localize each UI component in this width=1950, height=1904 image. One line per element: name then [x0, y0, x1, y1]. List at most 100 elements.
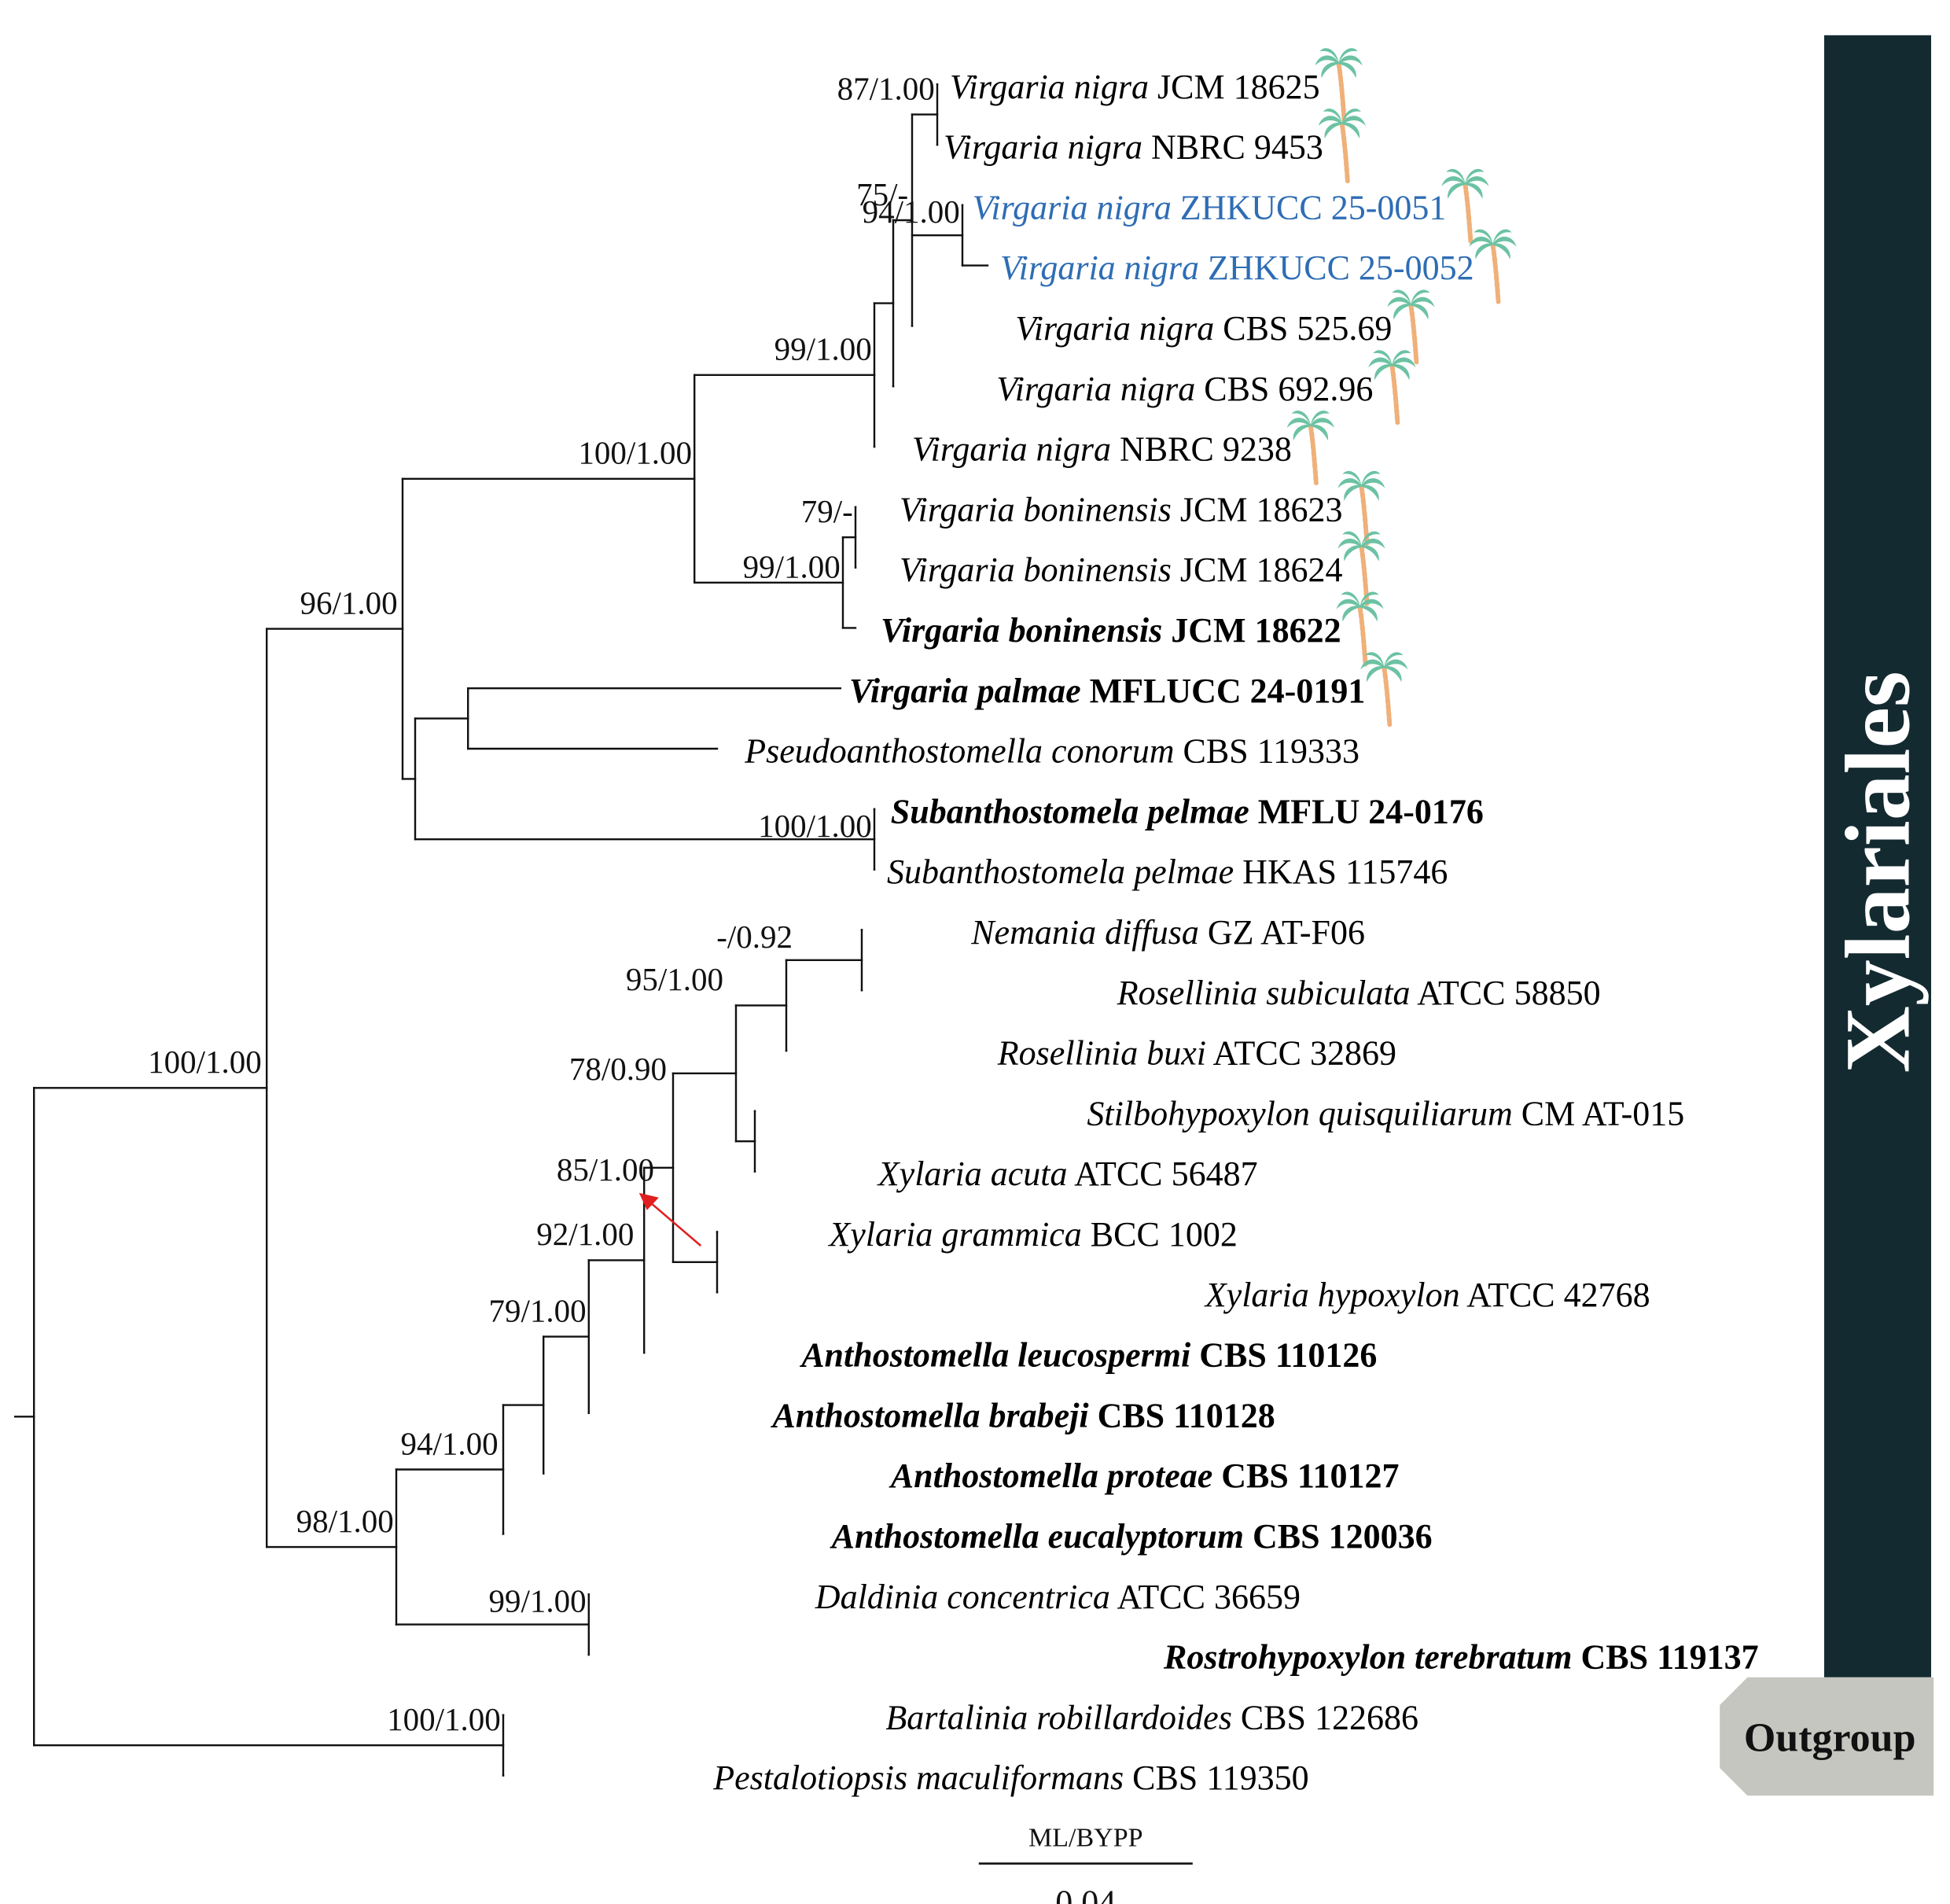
palm-tree-icon [1360, 652, 1408, 727]
tree-branches [14, 83, 989, 1777]
taxon-name: Virgaria nigra [944, 128, 1142, 167]
strain-number: CBS 120036 [1244, 1517, 1433, 1556]
strain-number: CBS 110126 [1190, 1336, 1377, 1375]
tip-label-xylaria-acuta-atcc-56487: Xylaria acuta ATCC 56487 [877, 1155, 1258, 1193]
support-n_out: 100/1.00 [387, 1701, 501, 1737]
taxon-name: Virgaria boninensis [900, 490, 1172, 528]
strain-number: CM AT-015 [1513, 1094, 1684, 1132]
tip-label-rosellinia-subiculata-atcc-58850: Rosellinia subiculata ATCC 58850 [1117, 974, 1601, 1012]
taxon-name: Anthostomella brabeji [770, 1396, 1089, 1434]
support-n_nigra_a: 87/1.00 [837, 70, 935, 106]
support-n_xyl85: 85/1.00 [557, 1151, 654, 1188]
strain-number: CBS 692.96 [1195, 370, 1373, 408]
palm-tree-icon [1469, 229, 1517, 304]
tip-label-subanthostomela-pelmae-mflu-24-0176: Subanthostomela pelmae MFLU 24-0176 [891, 792, 1484, 830]
support-n_nigra_b: 75/- [856, 176, 908, 212]
strain-number: MFLU 24-0176 [1249, 792, 1484, 830]
tip-label-virgaria-nigra-zhkucc-25-0052: Virgaria nigra ZHKUCC 25-0052 [1000, 249, 1474, 287]
strain-number: CBS 119333 [1174, 732, 1359, 771]
strain-number: ZHKUCC 25-0051 [1172, 188, 1447, 226]
palm-tree-icon [1441, 168, 1489, 244]
support-n_dal: 99/1.00 [488, 1583, 586, 1619]
strain-number: HKAS 115746 [1234, 853, 1448, 891]
taxon-name: Anthostomella proteae [889, 1457, 1212, 1495]
tip-label-bartalinia-robillardoides-cbs-122686: Bartalinia robillardoides CBS 122686 [885, 1698, 1418, 1736]
tip-label-stilbohypoxylon-quisquiliarum-cm-at-015: Stilbohypoxylon quisquiliarum CM AT-015 [1087, 1094, 1684, 1132]
taxon-name: Anthostomella eucalyptorum [830, 1517, 1244, 1556]
taxon-name: Virgaria nigra [950, 68, 1149, 106]
taxon-name: Nemania diffusa [970, 913, 1199, 952]
taxon-name: Pestalotiopsis maculiformans [712, 1759, 1124, 1797]
taxon-name: Rosellinia subiculata [1117, 974, 1411, 1012]
taxon-name: Virgaria boninensis [900, 551, 1172, 589]
tip-label-xylaria-hypoxylon-atcc-42768: Xylaria hypoxylon ATCC 42768 [1204, 1276, 1650, 1314]
tip-label-anthostomella-eucalyptorum-cbs-120036: Anthostomella eucalyptorum CBS 120036 [830, 1517, 1433, 1556]
support-n_bon_ab: 79/- [801, 493, 853, 529]
strain-number: ZHKUCC 25-0052 [1199, 249, 1474, 287]
strain-number: JCM 18624 [1172, 551, 1343, 589]
outgroup-label: Outgroup [1744, 1716, 1916, 1761]
strain-number: JCM 18625 [1149, 68, 1320, 106]
strain-number: GZ AT-F06 [1199, 913, 1365, 952]
tip-label-virgaria-nigra-jcm-18625: Virgaria nigra JCM 18625 [950, 68, 1320, 106]
taxon-name: Virgaria palmae [849, 672, 1081, 710]
support-n_top: 96/1.00 [300, 584, 397, 621]
palm-tree-icon [1387, 289, 1435, 365]
strain-number: ATCC 42768 [1460, 1276, 1650, 1314]
taxon-name: Xylaria hypoxylon [1204, 1276, 1460, 1314]
strain-number: NBRC 9453 [1142, 128, 1323, 167]
strain-number: MFLUCC 24-0191 [1081, 672, 1366, 710]
strain-number: ATCC 58850 [1411, 974, 1601, 1012]
taxon-name: Xylaria acuta [877, 1155, 1068, 1193]
palm-tree-icon [1286, 411, 1334, 485]
support-n_virg: 100/1.00 [578, 435, 692, 471]
tip-label-virgaria-palmae-mflucc-24-0191: Virgaria palmae MFLUCC 24-0191 [849, 672, 1365, 710]
support-n_antho: 94/1.00 [400, 1425, 498, 1461]
tip-label-virgaria-boninensis-jcm-18624: Virgaria boninensis JCM 18624 [900, 551, 1343, 589]
taxon-name: Subanthostomela pelmae [887, 853, 1234, 891]
support-n_nigra_all: 99/1.00 [774, 331, 872, 367]
palm-tree-icon [1368, 350, 1416, 425]
taxon-name: Rostrohypoxylon terebratum [1163, 1638, 1573, 1677]
taxon-name: Daldinia concentrica [815, 1578, 1110, 1616]
support-n_nem: -/0.92 [716, 919, 793, 955]
tip-label-virgaria-nigra-zhkucc-25-0051: Virgaria nigra ZHKUCC 25-0051 [973, 188, 1447, 226]
scale-bar-value: 0.04 [1055, 1884, 1116, 1904]
support-n_brab: 79/1.00 [488, 1292, 586, 1328]
strain-number: ATCC 56487 [1068, 1155, 1258, 1193]
taxon-name: Subanthostomela pelmae [891, 792, 1249, 830]
xylariales-clade-label: Xylariales [1827, 671, 1930, 1073]
scale-legend-label: ML/BYPP [1028, 1824, 1143, 1853]
taxon-name: Virgaria nigra [912, 430, 1111, 469]
tip-label-virgaria-nigra-nbrc-9238: Virgaria nigra NBRC 9238 [912, 430, 1292, 469]
strain-number: ATCC 32869 [1206, 1034, 1396, 1073]
tip-label-rostrohypoxylon-terebratum-cbs-119137: Rostrohypoxylon terebratum CBS 119137 [1163, 1638, 1759, 1677]
support-n_bottom: 98/1.00 [296, 1503, 394, 1539]
tip-label-pseudoanthostomella-conorum-cbs-119333: Pseudoanthostomella conorum CBS 119333 [744, 732, 1359, 771]
taxon-name: Rosellinia buxi [997, 1034, 1206, 1073]
tip-label-virgaria-nigra-cbs-525-69: Virgaria nigra CBS 525.69 [1015, 309, 1392, 348]
support-n_bon_all: 99/1.00 [743, 548, 841, 584]
support-n_ros: 95/1.00 [626, 961, 723, 997]
strain-number: ATCC 36659 [1110, 1578, 1301, 1616]
xylariales-clade-bar [1824, 35, 1931, 1678]
strain-number: CBS 525.69 [1214, 309, 1392, 348]
tip-label-virgaria-boninensis-jcm-18623: Virgaria boninensis JCM 18623 [900, 490, 1343, 528]
tip-label-virgaria-nigra-nbrc-9453: Virgaria nigra NBRC 9453 [944, 128, 1323, 167]
tip-label-anthostomella-proteae-cbs-110127: Anthostomella proteae CBS 110127 [889, 1457, 1400, 1495]
strain-number: JCM 18622 [1162, 611, 1341, 650]
tip-label-subanthostomela-pelmae-hkas-115746: Subanthostomela pelmae HKAS 115746 [887, 853, 1448, 891]
taxon-name: Virgaria nigra [973, 188, 1172, 226]
support-n_leuco: 92/1.00 [536, 1216, 634, 1252]
pointer-arrow-head [638, 1192, 659, 1210]
taxon-name: Bartalinia robillardoides [885, 1698, 1231, 1736]
support-values: 87/1.00 94/1.00 75/- 99/1.00 79/- 99/1.00 100/… [148, 70, 960, 1737]
strain-number: NBRC 9238 [1111, 430, 1292, 469]
palm-tree-icon [1315, 48, 1363, 123]
outgroup-box [1720, 1677, 1934, 1796]
tip-label-virgaria-boninensis-jcm-18622: Virgaria boninensis JCM 18622 [881, 611, 1341, 650]
tip-label-anthostomella-brabeji-cbs-110128: Anthostomella brabeji CBS 110128 [770, 1396, 1275, 1434]
